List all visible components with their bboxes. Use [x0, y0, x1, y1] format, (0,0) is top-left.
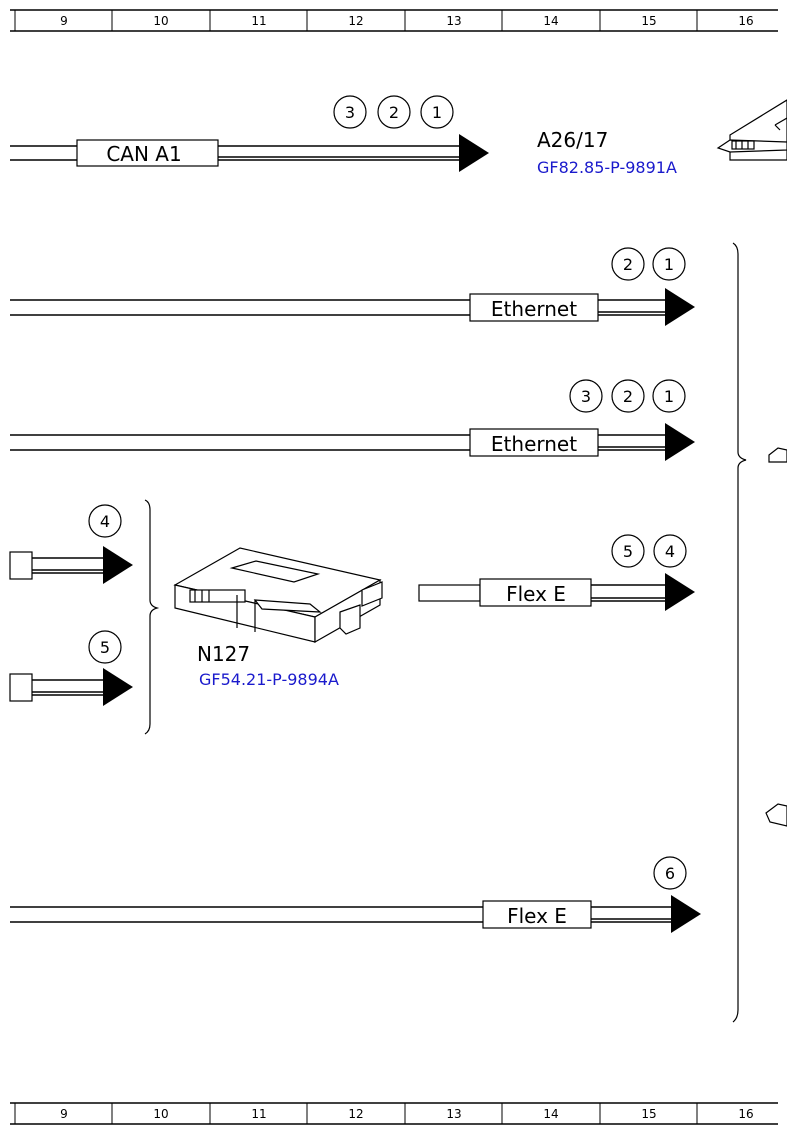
bus-label: Flex E: [506, 582, 566, 606]
component-name: A26/17: [537, 128, 608, 152]
connection-number: 2: [623, 387, 633, 406]
connection-number: 2: [389, 103, 399, 122]
ruler-top-col-13: 13: [446, 14, 461, 28]
connection-circle: [652, 379, 686, 413]
component-a26-17: A26/17 GF82.85-P-9891A: [537, 99, 787, 177]
arrow-head-icon: [103, 546, 133, 584]
control-unit-icon: [173, 547, 383, 644]
partial-module-icon: [765, 803, 787, 827]
bus-label: Ethernet: [491, 432, 577, 456]
connection-number: 5: [100, 638, 110, 657]
arrow-head-icon: [665, 573, 695, 611]
ruler-top-col-9: 9: [60, 14, 68, 28]
connection-circle: [611, 534, 645, 568]
connection-number: 1: [432, 103, 442, 122]
arrow-head-icon: [671, 895, 701, 933]
connection-circle: [377, 95, 411, 129]
component-reference-link[interactable]: GF82.85-P-9891A: [537, 158, 677, 177]
arrow-head-icon: [103, 668, 133, 706]
connection-circle: [88, 630, 122, 664]
bus-label-box: [469, 428, 599, 457]
connection-circle: [420, 95, 454, 129]
bus-flex-e-2: Flex E 6: [10, 856, 701, 933]
bus-ethernet-1: Ethernet 2 1: [10, 247, 695, 326]
ruler-bottom-col-12: 12: [348, 1107, 363, 1121]
ruler-bottom-col-15: 15: [641, 1107, 656, 1121]
connection-circle: [569, 379, 603, 413]
bus-label: CAN A1: [106, 142, 181, 166]
connection-number: 5: [623, 542, 633, 561]
partial-module-icon: [768, 447, 787, 463]
bus-flex-e-1: Flex E 5 4: [418, 534, 695, 611]
arrow-head-icon: [665, 423, 695, 461]
ruler-top-col-11: 11: [251, 14, 266, 28]
ruler-bottom-col-14: 14: [543, 1107, 558, 1121]
connection-circle: [652, 247, 686, 281]
connection-number: 1: [664, 387, 674, 406]
bottom-ruler: 9 10 11 12 13 14 15 16: [10, 1102, 778, 1125]
group-brace: [144, 499, 160, 735]
ruler-top-col-10: 10: [153, 14, 168, 28]
top-ruler: 9 10 11 12 13 14 15 16: [10, 9, 778, 32]
ruler-bottom-col-10: 10: [153, 1107, 168, 1121]
bus-label-box: [469, 293, 599, 322]
bus-can-a1: CAN A1 3 2 1: [10, 95, 489, 172]
ruler-top-col-15: 15: [641, 14, 656, 28]
control-unit-icon: [716, 99, 787, 161]
component-n127: N127 GF54.21-P-9894A: [173, 547, 383, 689]
connection-number: 1: [664, 255, 674, 274]
connection-circle: [611, 247, 645, 281]
group-brace: [732, 242, 747, 1023]
left-arrow-4: 4: [9, 504, 133, 584]
ruler-top-col-12: 12: [348, 14, 363, 28]
component-reference-link[interactable]: GF54.21-P-9894A: [199, 670, 339, 689]
ruler-bottom-col-11: 11: [251, 1107, 266, 1121]
connection-circle: [611, 379, 645, 413]
ruler-bottom-col-16: 16: [738, 1107, 753, 1121]
ruler-top-col-16: 16: [738, 14, 753, 28]
bus-ethernet-2: Ethernet 3 2 1: [10, 379, 695, 461]
bus-label: Flex E: [507, 904, 567, 928]
connection-number: 4: [100, 512, 110, 531]
ruler-bottom-col-13: 13: [446, 1107, 461, 1121]
connection-number: 3: [581, 387, 591, 406]
connection-circle: [653, 534, 687, 568]
arrow-head-icon: [665, 288, 695, 326]
connection-circle: [88, 504, 122, 538]
connection-number: 4: [665, 542, 675, 561]
connection-circle: [333, 95, 367, 129]
connection-circle: [653, 856, 687, 890]
component-name: N127: [197, 642, 250, 666]
ruler-top-col-14: 14: [543, 14, 558, 28]
connection-number: 6: [665, 864, 675, 883]
connection-number: 2: [623, 255, 633, 274]
arrow-head-icon: [459, 134, 489, 172]
connection-number: 3: [345, 103, 355, 122]
bus-label-box: [76, 139, 219, 167]
left-arrow-5: 5: [9, 630, 133, 706]
ruler-bottom-col-9: 9: [60, 1107, 68, 1121]
bus-label-box: [482, 900, 592, 929]
bus-label: Ethernet: [491, 297, 577, 321]
bus-label-box: [479, 578, 592, 607]
